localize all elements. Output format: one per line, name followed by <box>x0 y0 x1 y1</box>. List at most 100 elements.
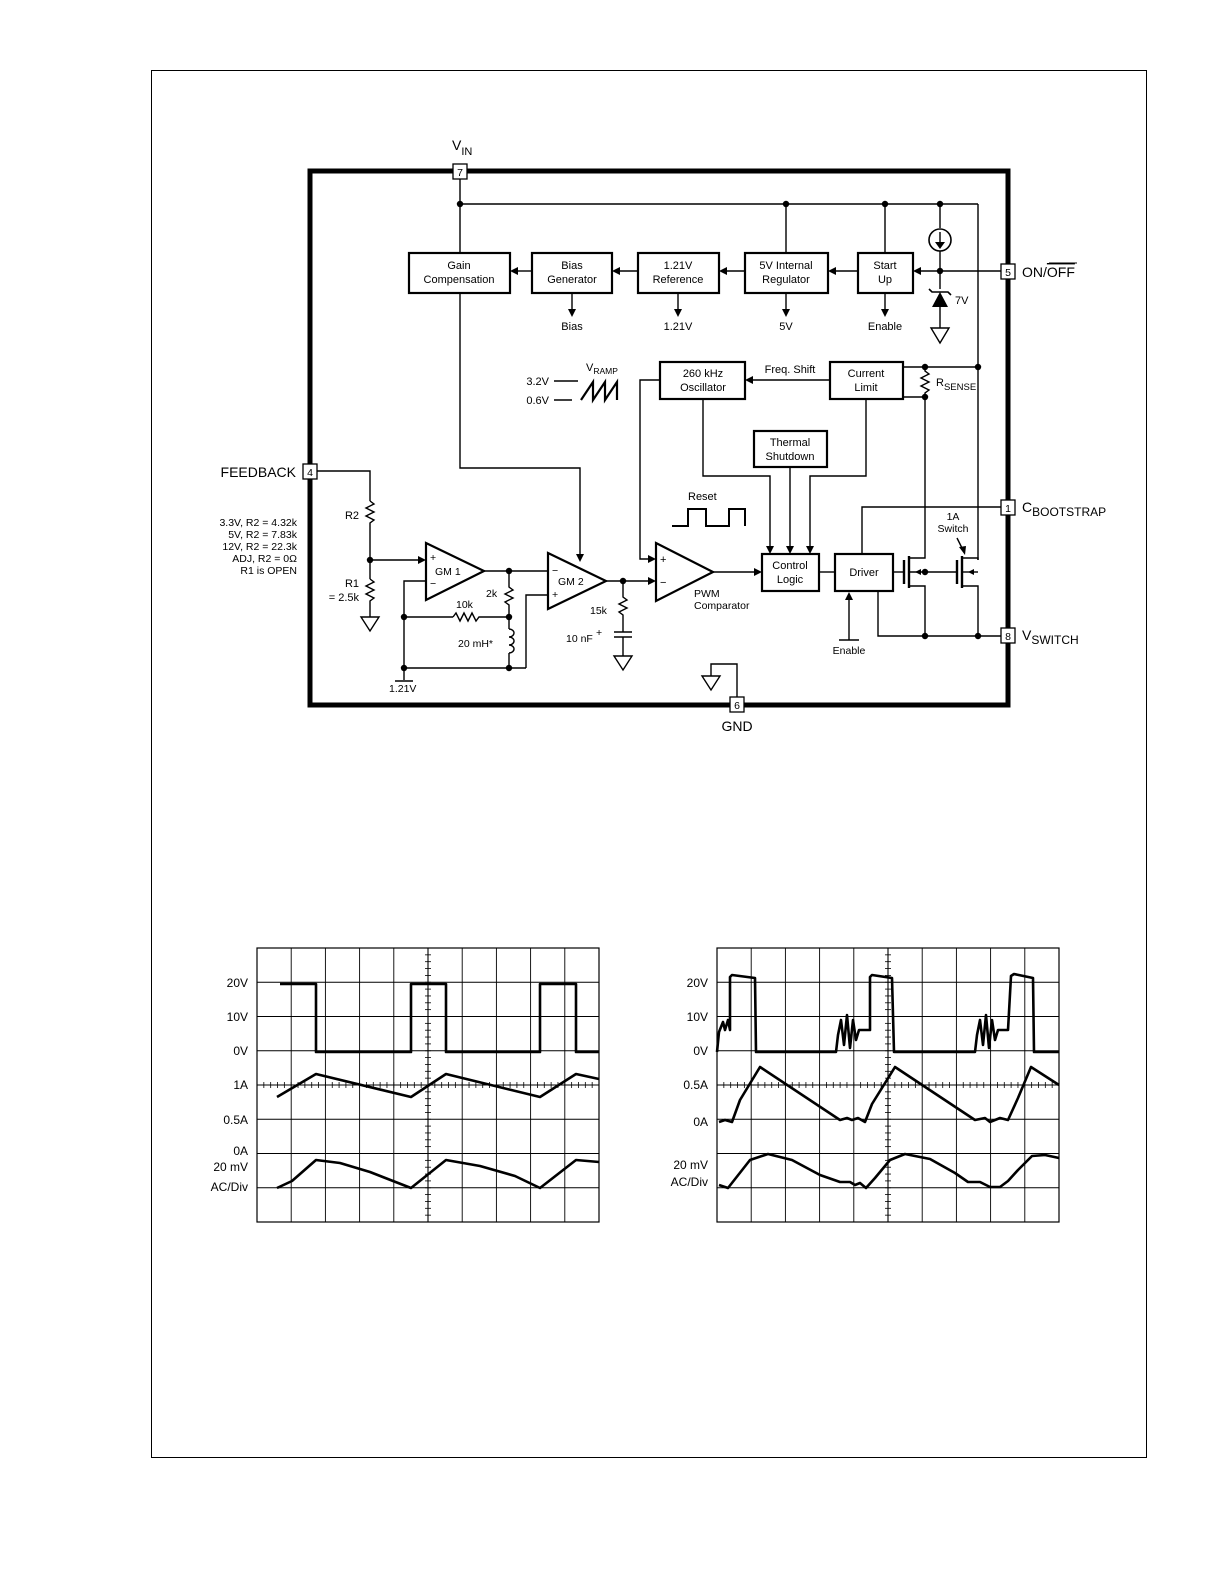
svg-text:Enable: Enable <box>833 645 866 657</box>
svg-text:3.3V, R2 = 4.32k: 3.3V, R2 = 4.32k <box>219 517 297 529</box>
control-logic-inputs <box>639 379 867 576</box>
svg-text:R2: R2 <box>345 510 359 522</box>
current-limit-block: Current Limit <box>828 360 905 401</box>
svg-text:GM 1: GM 1 <box>435 566 461 578</box>
svg-text:Switch: Switch <box>938 523 969 535</box>
svg-text:1.21V: 1.21V <box>389 683 416 695</box>
svg-text:5V, R2 = 7.83k: 5V, R2 = 7.83k <box>228 529 298 541</box>
svg-text:Reference: Reference <box>653 274 704 286</box>
svg-text:Compensation: Compensation <box>424 274 495 286</box>
zener-diode-icon: 7V <box>928 288 969 345</box>
pin-gnd: 6 GND <box>721 696 753 734</box>
regulator-block: 5V Internal Regulator <box>743 251 830 295</box>
svg-text:0A: 0A <box>233 1144 248 1158</box>
svg-text:CBOOTSTRAP: CBOOTSTRAP <box>1022 499 1106 519</box>
svg-text:GM 2: GM 2 <box>558 576 584 588</box>
svg-text:FEEDBACK: FEEDBACK <box>221 464 297 480</box>
svg-text:0V: 0V <box>233 1044 248 1058</box>
svg-text:ADJ, R2 = 0Ω: ADJ, R2 = 0Ω <box>232 553 297 565</box>
top-block-arrows <box>510 267 940 317</box>
svg-text:Up: Up <box>878 274 892 286</box>
svg-text:20 mV: 20 mV <box>213 1160 248 1174</box>
svg-text:2k: 2k <box>486 588 498 600</box>
vin-rail <box>456 179 979 560</box>
gm2-output-network: 15k 10 nF + <box>566 577 656 672</box>
svg-text:Thermal: Thermal <box>770 437 810 449</box>
svg-text:Generator: Generator <box>547 274 597 286</box>
svg-text:= 2.5k: = 2.5k <box>329 592 360 604</box>
svg-text:6: 6 <box>734 700 740 712</box>
svg-text:1A: 1A <box>233 1078 248 1092</box>
svg-text:1A: 1A <box>947 511 960 523</box>
ic-outline <box>307 168 1011 708</box>
svg-text:7V: 7V <box>955 295 969 307</box>
svg-text:Gain: Gain <box>447 260 470 272</box>
svg-text:Limit: Limit <box>854 382 877 394</box>
svg-text:−: − <box>552 565 558 577</box>
gm1-amplifier: +− GM 1 <box>424 541 487 602</box>
svg-text:0.5A: 0.5A <box>683 1078 708 1092</box>
svg-text:VIN: VIN <box>452 137 472 158</box>
output-options-text: 3.3V, R2 = 4.32k 5V, R2 = 7.83k 12V, R2 … <box>219 517 297 577</box>
pin-vswitch: 8 VSWITCH <box>1000 627 1079 647</box>
svg-text:260 kHz: 260 kHz <box>683 368 723 380</box>
svg-text:12V, R2 = 22.3k: 12V, R2 = 22.3k <box>222 541 297 553</box>
svg-text:AC/Div: AC/Div <box>211 1180 248 1194</box>
svg-text:0.5A: 0.5A <box>223 1113 248 1127</box>
svg-text:R1: R1 <box>345 578 359 590</box>
svg-text:Control: Control <box>772 560 807 572</box>
pin-bootstrap: 1 CBOOTSTRAP <box>1000 499 1106 519</box>
svg-text:ON/OFF: ON/OFF <box>1022 264 1075 280</box>
svg-text:Reset: Reset <box>688 491 717 503</box>
vramp-waveform: VRAMP 3.2V 0.6V Reset <box>526 362 746 527</box>
svg-text:10V: 10V <box>227 1010 248 1024</box>
svg-text:Bias: Bias <box>561 260 583 272</box>
svg-text:Shutdown: Shutdown <box>766 451 815 463</box>
scope-right: 20V 10V 0V 0.5A 0A 20 mV AC/Div <box>671 947 1060 1223</box>
svg-text:1: 1 <box>1005 503 1011 515</box>
svg-text:GND: GND <box>721 718 752 734</box>
svg-text:4: 4 <box>307 467 313 479</box>
svg-text:RSENSE: RSENSE <box>936 377 976 393</box>
bias-generator-block: Bias Generator <box>530 251 614 295</box>
pin-on-off: 5 ON/OFF <box>1000 262 1077 280</box>
ref-output-label: 1.21V <box>664 321 693 333</box>
five-volt-output-label: 5V <box>779 321 793 333</box>
svg-text:5V Internal: 5V Internal <box>759 260 812 272</box>
svg-text:Comparator: Comparator <box>694 600 750 612</box>
svg-text:PWM: PWM <box>694 588 720 600</box>
svg-text:Driver: Driver <box>849 567 879 579</box>
pin-feedback: 4 FEEDBACK <box>221 463 318 480</box>
svg-text:10V: 10V <box>687 1010 708 1024</box>
svg-text:20V: 20V <box>687 976 708 990</box>
driver-block: Driver <box>833 552 895 593</box>
compensation-network: 2k 10k 20 mH* 1.21V <box>389 567 548 695</box>
thermal-shutdown-block: Thermal Shutdown <box>752 429 829 469</box>
svg-text:R1 is OPEN: R1 is OPEN <box>240 565 297 577</box>
svg-text:Logic: Logic <box>777 574 804 586</box>
svg-text:15k: 15k <box>590 605 608 617</box>
gm2-amplifier: −+ GM 2 <box>546 551 609 611</box>
svg-text:Start: Start <box>873 260 896 272</box>
svg-text:Oscillator: Oscillator <box>680 382 726 394</box>
svg-text:3.2V: 3.2V <box>526 376 549 388</box>
svg-text:0V: 0V <box>693 1044 708 1058</box>
switch-transistors: 1A Switch Enable <box>833 506 1001 657</box>
svg-text:20V: 20V <box>227 976 248 990</box>
current-source-icon <box>928 228 1001 289</box>
rsense-resistor: RSENSE <box>903 363 982 555</box>
svg-text:Regulator: Regulator <box>762 274 810 286</box>
svg-text:AC/Div: AC/Div <box>671 1175 708 1189</box>
svg-text:1.21V: 1.21V <box>664 260 693 272</box>
reference-block: 1.21V Reference <box>636 251 721 295</box>
svg-text:+: + <box>660 554 666 566</box>
startup-block: Start Up <box>856 251 915 295</box>
svg-text:10k: 10k <box>456 599 474 611</box>
svg-text:7: 7 <box>457 167 463 179</box>
oscillator-block: 260 kHz Oscillator <box>658 360 747 401</box>
svg-text:VSWITCH: VSWITCH <box>1022 627 1079 647</box>
svg-text:−: − <box>430 578 436 590</box>
svg-text:20 mH*: 20 mH* <box>458 638 493 650</box>
gnd-symbol <box>700 663 738 697</box>
